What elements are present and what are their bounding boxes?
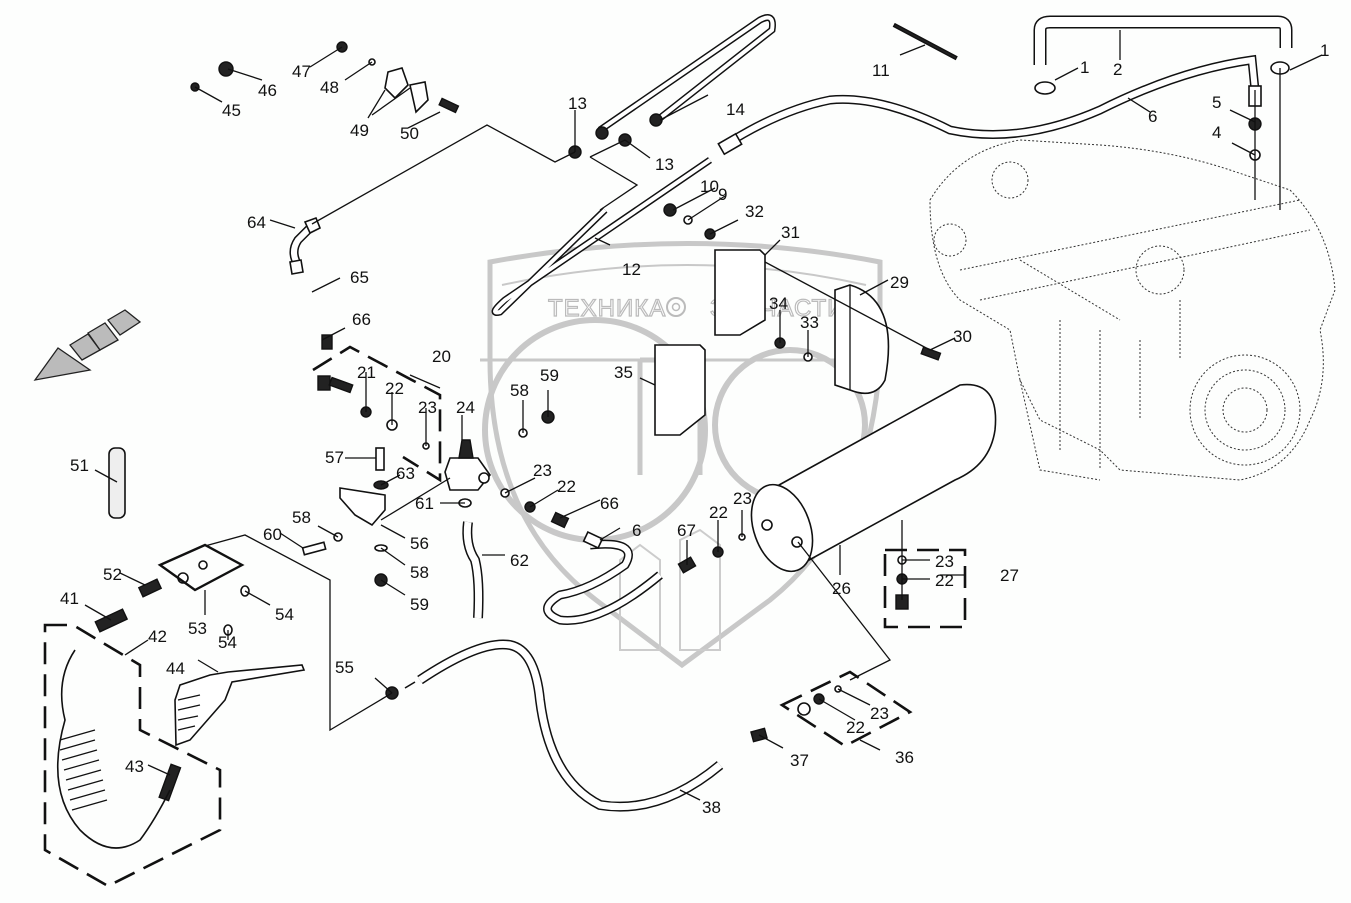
callout-5: 5 (1212, 93, 1221, 112)
callout-10: 10 (700, 177, 719, 196)
elbow-pipe-64 (289, 216, 322, 275)
callout-53: 53 (188, 619, 207, 638)
callout-33: 33 (800, 313, 819, 332)
pipe-12 (491, 157, 712, 316)
callout-55: 55 (335, 658, 354, 677)
leader-lines (84, 30, 1323, 801)
kit-boxes (43, 345, 967, 888)
callout-26: 26 (832, 579, 851, 598)
engine-illustration (929, 139, 1336, 481)
callout-60: 60 (263, 525, 282, 544)
callout-2: 2 (1113, 60, 1122, 79)
hose-line-6 (543, 539, 663, 625)
callout-54: 54 (275, 605, 294, 624)
callout-65: 65 (350, 268, 369, 287)
callout-23: 23 (533, 461, 552, 480)
air-tank-26 (750, 383, 997, 573)
hose-62 (462, 521, 484, 619)
hose-2 (1033, 15, 1293, 65)
callout-35: 35 (614, 363, 633, 382)
callout-30: 30 (953, 327, 972, 346)
callout-63: 63 (396, 464, 415, 483)
callout-13: 13 (568, 94, 587, 113)
callout-44: 44 (166, 659, 185, 678)
callout-37: 37 (790, 751, 809, 770)
bracket-35 (654, 344, 706, 436)
callout-50: 50 (400, 124, 419, 143)
callout-20: 20 (432, 347, 451, 366)
callout-24: 24 (456, 398, 475, 417)
callout-14: 14 (726, 100, 745, 119)
callout-59: 59 (410, 595, 429, 614)
callout-42: 42 (148, 627, 167, 646)
callout-66: 66 (600, 494, 619, 513)
pressure-line-6 (717, 54, 1262, 156)
callout-58: 58 (292, 508, 311, 527)
connector-lines (204, 68, 1281, 732)
callout-13: 13 (655, 155, 674, 174)
callout-58: 58 (410, 563, 429, 582)
callout-34: 34 (769, 294, 788, 313)
callout-38: 38 (702, 798, 721, 817)
callout-4: 4 (1212, 123, 1221, 142)
callout-6: 6 (1148, 107, 1157, 126)
callout-47: 47 (292, 62, 311, 81)
callout-43: 43 (125, 757, 144, 776)
callout-66: 66 (352, 310, 371, 329)
valve-24 (444, 439, 492, 491)
callout-36: 36 (895, 748, 914, 767)
callout-6: 6 (632, 521, 641, 540)
callout-22: 22 (557, 477, 576, 496)
callout-64: 64 (247, 213, 266, 232)
bracket-56 (339, 487, 386, 527)
callout-31: 31 (781, 223, 800, 242)
callout-23: 23 (418, 398, 437, 417)
callout-22: 22 (385, 379, 404, 398)
callout-23: 23 (733, 489, 752, 508)
callout-45: 45 (222, 101, 241, 120)
callout-58: 58 (510, 381, 529, 400)
callout-11: 11 (872, 61, 890, 80)
direction-arrow-icon (33, 309, 142, 381)
callout-41: 41 (60, 589, 79, 608)
callout-59: 59 (540, 366, 559, 385)
watermark-text-left: ТЕХНИКА (548, 295, 666, 322)
callout-12: 12 (622, 260, 641, 279)
callout-23: 23 (870, 704, 889, 723)
callout-23: 23 (935, 552, 954, 571)
callout-57: 57 (325, 448, 344, 467)
callout-46: 46 (258, 81, 277, 100)
callout-22: 22 (709, 503, 728, 522)
callout-22: 22 (935, 571, 954, 590)
fasteners (56, 22, 1290, 849)
callout-27: 27 (1000, 566, 1019, 585)
tank-strap-29 (834, 284, 890, 395)
hose-38 (417, 639, 724, 812)
callout-32: 32 (745, 202, 764, 221)
callout-67: 67 (677, 521, 696, 540)
callout-labels: 1 1 2 4 5 6 6 9 10 11 12 13 13 14 20 21 … (60, 41, 1329, 817)
pipe-14 (598, 14, 776, 133)
callout-54: 54 (218, 633, 237, 652)
callout-52: 52 (103, 565, 122, 584)
bracket-31 (714, 249, 766, 336)
watermark: ТЕХНИКА ЗАПЧАСТИ (480, 241, 883, 669)
callout-21: 21 (357, 363, 376, 382)
callout-29: 29 (890, 273, 909, 292)
callout-1: 1 (1080, 58, 1089, 77)
callout-9: 9 (718, 185, 727, 204)
callout-1: 1 (1320, 41, 1329, 60)
gear-icon (666, 297, 686, 317)
callout-61: 61 (415, 494, 434, 513)
callout-22: 22 (846, 718, 865, 737)
callout-51: 51 (70, 456, 89, 475)
callout-49: 49 (350, 121, 369, 140)
callout-56: 56 (410, 534, 429, 553)
callout-62: 62 (510, 551, 529, 570)
callout-48: 48 (320, 78, 339, 97)
